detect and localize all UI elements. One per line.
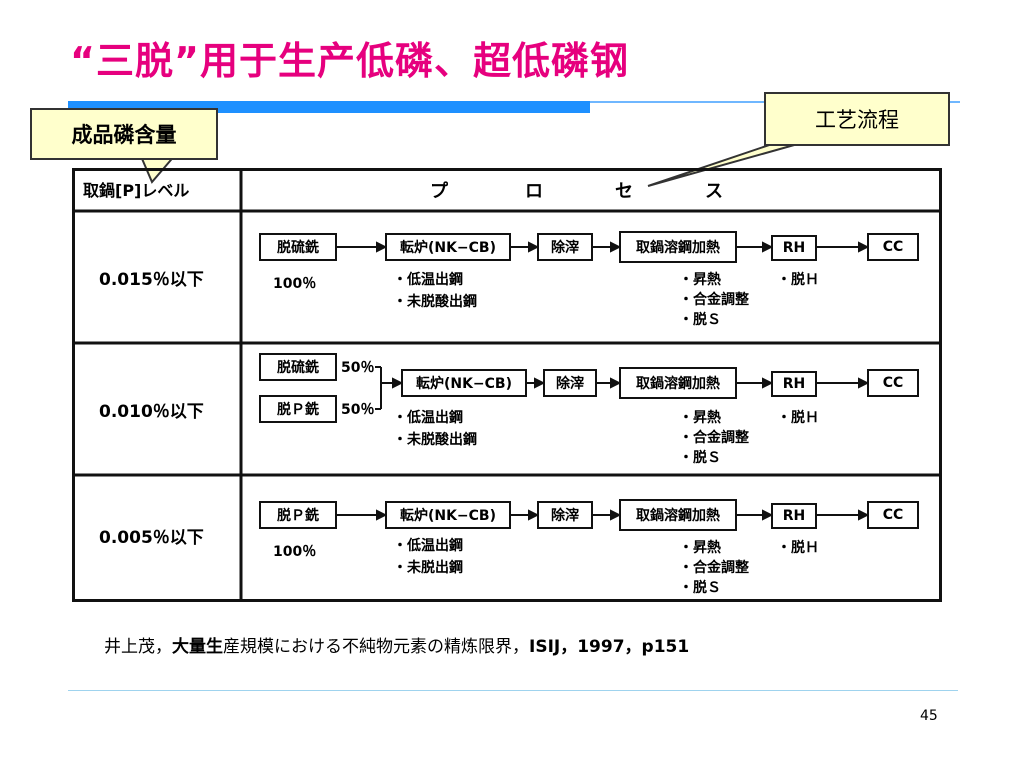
arrow-r1-start-converter-head — [376, 241, 388, 253]
arrow-r2-rh-cc-head — [858, 377, 870, 389]
converter-box-row-2: 転炉(NK−CB) — [401, 369, 527, 397]
slag-box-row-3: 除滓 — [537, 501, 593, 529]
ladle-note-row-2-a: ・昇熱 — [679, 410, 721, 426]
start-box-row-2-a: 脱硫銑 — [259, 353, 337, 381]
arrow-r1-ladle-rh-head — [762, 241, 774, 253]
process-table: 取鍋[P]レベル プ ロ セ ス 0.015％以下 脱硫銑 100％ 転炉(NK… — [72, 168, 942, 602]
table-grid — [75, 171, 939, 599]
arrow-r1-converter-slag-head — [528, 241, 540, 253]
level-row-1: 0.015％以下 — [99, 270, 204, 290]
ladle-note-row-1-c: ・脱Ｓ — [679, 312, 721, 328]
rh-note-row-1: ・脱Ｈ — [777, 272, 819, 288]
arrow-r3-start-converter-head — [376, 509, 388, 521]
converter-note-row-2-b: ・未脱酸出鋼 — [393, 432, 477, 448]
header-ladle-p-level: 取鍋[P]レベル — [83, 181, 190, 200]
arrow-r2-start-converter-head — [392, 377, 404, 389]
start-box-row-2-b: 脱Ｐ銑 — [259, 395, 337, 423]
citation: 井上茂，大量生産規模における不純物元素の精炼限界，ISIJ，1997，p151 — [104, 632, 689, 657]
rh-box-row-1: RH — [771, 235, 817, 261]
ladle-note-row-1-a: ・昇熱 — [679, 272, 721, 288]
ladle-note-row-2-c: ・脱Ｓ — [679, 450, 721, 466]
footer-divider-line — [68, 690, 958, 691]
rh-box-row-2: RH — [771, 371, 817, 397]
page-number: 45 — [920, 708, 938, 724]
start-pct-row-2-a: 50％ — [341, 360, 375, 376]
slag-box-row-2: 除滓 — [543, 369, 597, 397]
converter-note-row-2-a: ・低温出鋼 — [393, 410, 463, 426]
citation-bold-part: 大量生 — [172, 637, 223, 657]
arrow-r2-slag-ladle-head — [610, 377, 622, 389]
arrow-r3-ladle-rh-head — [762, 509, 774, 521]
ladle-note-row-2-b: ・合金調整 — [679, 430, 749, 446]
ladle-note-row-1-b: ・合金調整 — [679, 292, 749, 308]
cc-box-row-3: CC — [867, 501, 919, 529]
citation-author: 井上茂， — [104, 637, 172, 657]
converter-box-row-1: 転炉(NK−CB) — [385, 233, 511, 261]
level-row-3: 0.005％以下 — [99, 528, 204, 548]
ladle-note-row-3-b: ・合金調整 — [679, 560, 749, 576]
ladle-box-row-3: 取鍋溶鋼加熱 — [619, 499, 737, 531]
converter-note-row-3-a: ・低温出鋼 — [393, 538, 463, 554]
converter-note-row-1-b: ・未脱酸出鋼 — [393, 294, 477, 310]
converter-box-row-3: 転炉(NK−CB) — [385, 501, 511, 529]
ladle-box-row-2: 取鍋溶鋼加熱 — [619, 367, 737, 399]
arrow-r2-ladle-rh-head — [762, 377, 774, 389]
arrow-r1-slag-ladle-head — [610, 241, 622, 253]
start-box-row-1: 脱硫銑 — [259, 233, 337, 261]
header-process-char-1: プ — [430, 181, 448, 202]
citation-journal: ISIJ，1997，p151 — [529, 637, 690, 657]
cc-box-row-1: CC — [867, 233, 919, 261]
arrow-r2-converter-slag-head — [534, 377, 546, 389]
rh-note-row-2: ・脱Ｈ — [777, 410, 819, 426]
header-process-char-2: ロ — [525, 181, 543, 202]
level-row-2: 0.010％以下 — [99, 402, 204, 422]
start-box-row-3: 脱Ｐ銑 — [259, 501, 337, 529]
arrow-r3-rh-cc-head — [858, 509, 870, 521]
converter-note-row-3-b: ・未脱出鋼 — [393, 560, 463, 576]
header-process-char-4: ス — [705, 181, 723, 202]
ladle-note-row-3-c: ・脱Ｓ — [679, 580, 721, 596]
slag-box-row-1: 除滓 — [537, 233, 593, 261]
arrow-r3-slag-ladle-head — [610, 509, 622, 521]
arrow-r1-rh-cc-head — [858, 241, 870, 253]
rh-box-row-3: RH — [771, 503, 817, 529]
ladle-note-row-3-a: ・昇熱 — [679, 540, 721, 556]
start-note-row-1: 100％ — [273, 276, 317, 292]
citation-text: 産規模における不純物元素の精炼限界， — [223, 637, 529, 657]
cc-box-row-2: CC — [867, 369, 919, 397]
start-note-row-3: 100％ — [273, 544, 317, 560]
ladle-box-row-1: 取鍋溶鋼加熱 — [619, 231, 737, 263]
start-pct-row-2-b: 50％ — [341, 402, 375, 418]
callout-product-phosphorus: 成品磷含量 — [30, 108, 218, 160]
callout-process-flow: 工艺流程 — [764, 92, 950, 146]
slide-title: “三脱”用于生产低磷、超低磷钢 — [70, 39, 629, 83]
converter-note-row-1-a: ・低温出鋼 — [393, 272, 463, 288]
arrow-r3-converter-slag-head — [528, 509, 540, 521]
header-process-char-3: セ — [615, 181, 633, 202]
rh-note-row-3: ・脱Ｈ — [777, 540, 819, 556]
